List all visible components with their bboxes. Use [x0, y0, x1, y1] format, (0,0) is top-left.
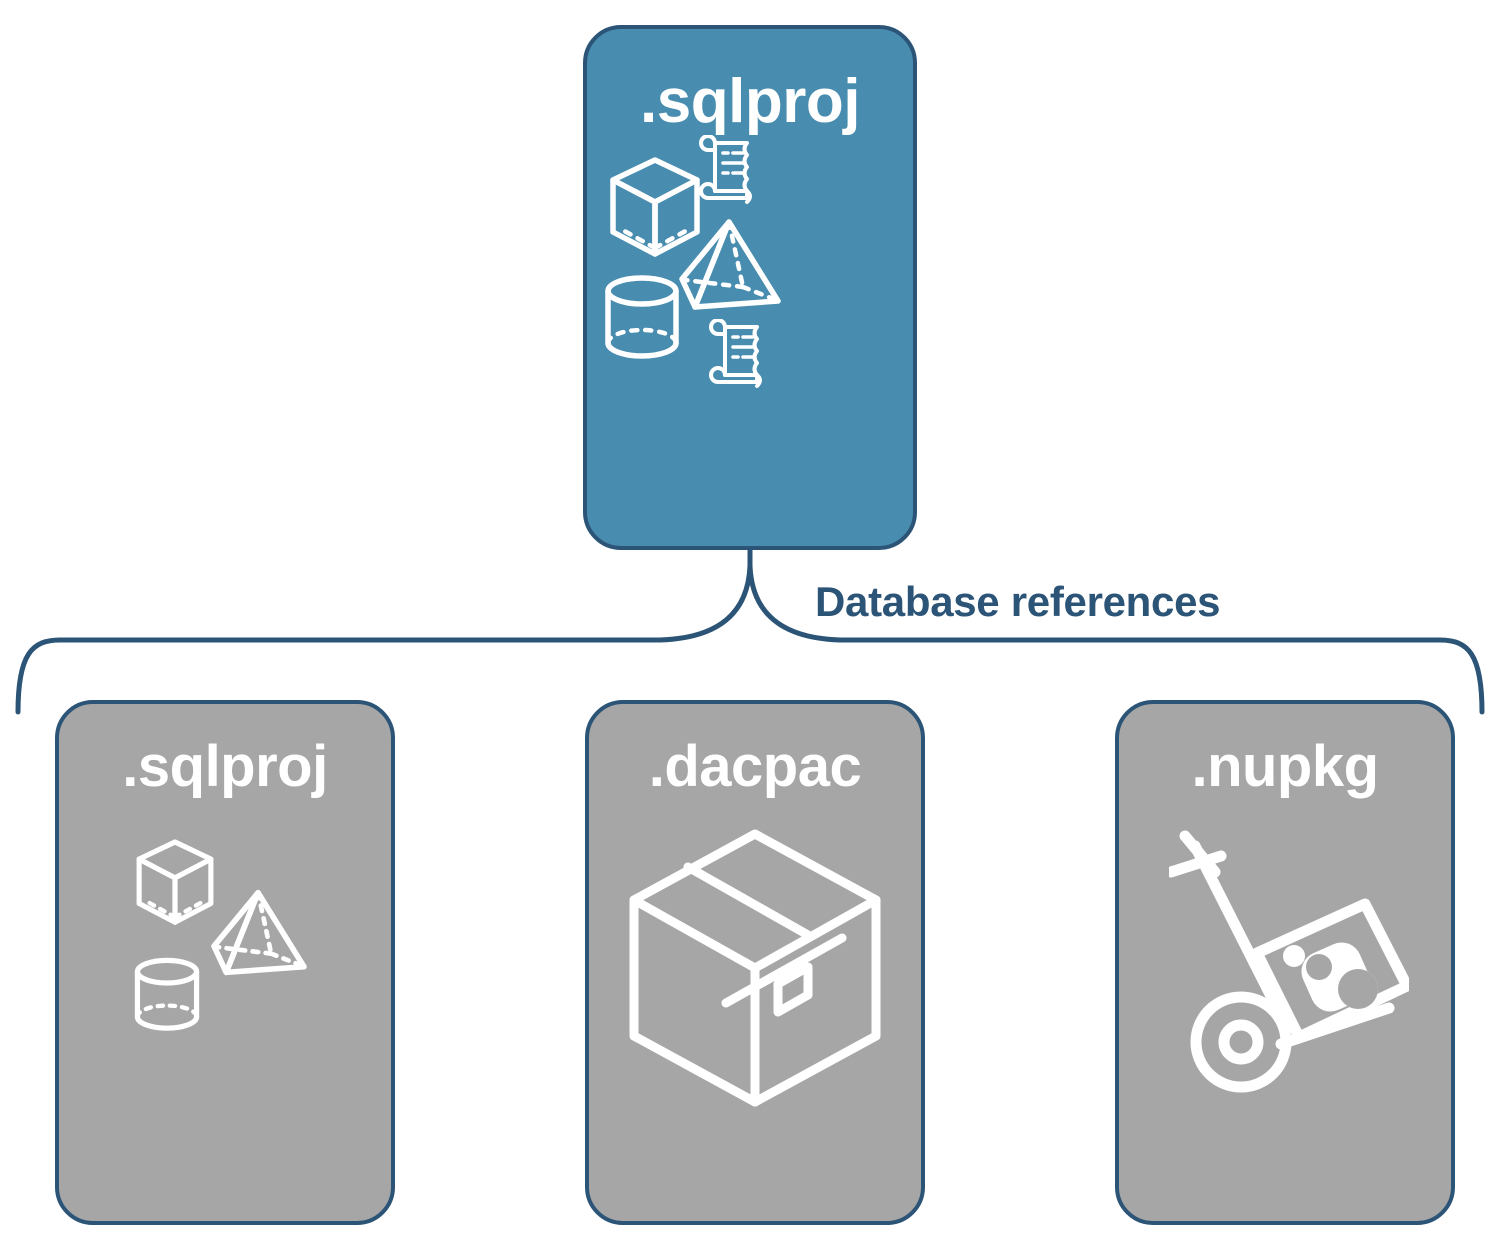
node-card-child-sqlproj[interactable]: .sqlproj — [55, 700, 395, 1225]
shipping-box-icon — [629, 829, 881, 1107]
hand-truck-package-icon — [1169, 830, 1409, 1093]
child-nupkg-icon-group — [1119, 796, 1451, 1221]
node-label-child-sqlproj: .sqlproj — [122, 734, 328, 799]
child-dacpac-icon-group — [589, 796, 921, 1221]
node-label-child-dacpac: .dacpac — [648, 734, 862, 799]
node-card-child-nupkg[interactable]: .nupkg — [1115, 700, 1455, 1225]
wireframe-pyramid-icon — [211, 889, 307, 976]
wireframe-cylinder-icon — [134, 957, 200, 1031]
child-sqlproj-icon-group — [59, 796, 391, 1221]
wireframe-cube-icon — [610, 157, 700, 257]
scroll-script-icon — [709, 319, 762, 388]
node-label-root: .sqlproj — [640, 67, 860, 136]
wireframe-cylinder-icon — [605, 275, 679, 359]
node-card-child-dacpac[interactable]: .dacpac — [585, 700, 925, 1225]
wireframe-pyramid-icon — [679, 219, 781, 310]
scroll-script-icon — [699, 135, 752, 204]
connector-label-database-references: Database references — [815, 578, 1221, 625]
wireframe-cube-icon — [136, 839, 214, 925]
root-icon-group — [587, 133, 913, 546]
node-label-child-nupkg: .nupkg — [1191, 734, 1379, 799]
node-card-root-sqlproj[interactable]: .sqlproj — [583, 25, 917, 550]
